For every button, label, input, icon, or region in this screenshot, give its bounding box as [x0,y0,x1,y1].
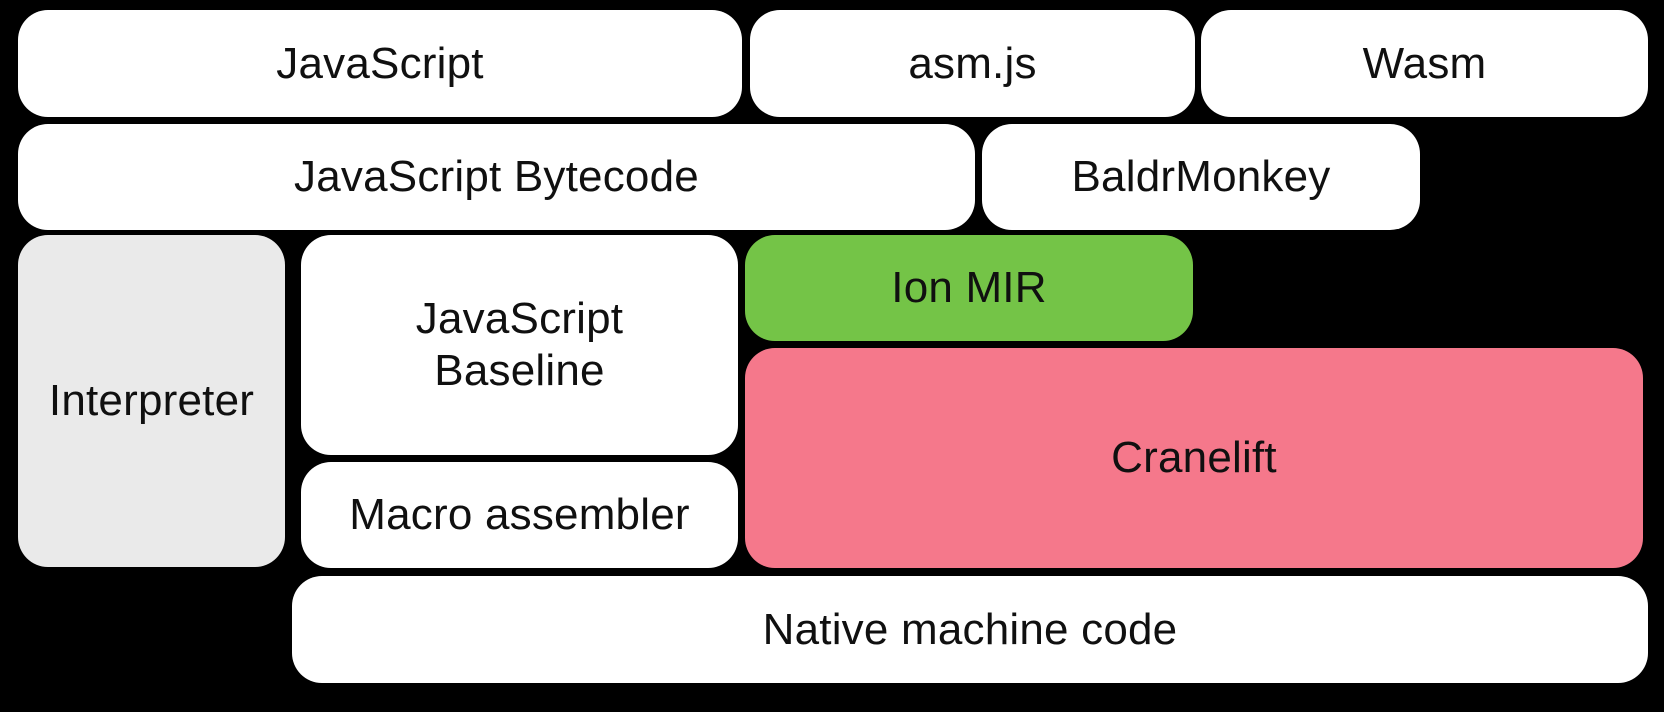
box-cranelift: Cranelift [745,348,1643,568]
box-native-machine-code: Native machine code [292,576,1648,683]
box-interpreter-label: Interpreter [48,376,255,426]
box-javascript-label: JavaScript [276,38,484,88]
box-javascript-baseline-label: JavaScript Baseline [415,294,624,395]
box-macro-assembler-label: Macro assembler [349,490,690,540]
box-ion-mir: Ion MIR [745,235,1193,341]
box-javascript-baseline: JavaScript Baseline [301,235,738,455]
box-asmjs-label: asm.js [908,38,1037,88]
box-javascript: JavaScript [18,10,742,117]
box-javascript-bytecode: JavaScript Bytecode [18,124,975,230]
box-interpreter: Interpreter [18,235,285,567]
box-wasm-label: Wasm [1362,38,1487,88]
box-javascript-bytecode-label: JavaScript Bytecode [294,152,699,202]
box-native-machine-code-label: Native machine code [762,604,1178,654]
box-baldrmonkey: BaldrMonkey [982,124,1420,230]
box-wasm: Wasm [1201,10,1648,117]
box-asmjs: asm.js [750,10,1195,117]
box-cranelift-label: Cranelift [1111,433,1277,483]
box-macro-assembler: Macro assembler [301,462,738,568]
box-baldrmonkey-label: BaldrMonkey [1071,152,1331,202]
box-ion-mir-label: Ion MIR [891,263,1047,313]
